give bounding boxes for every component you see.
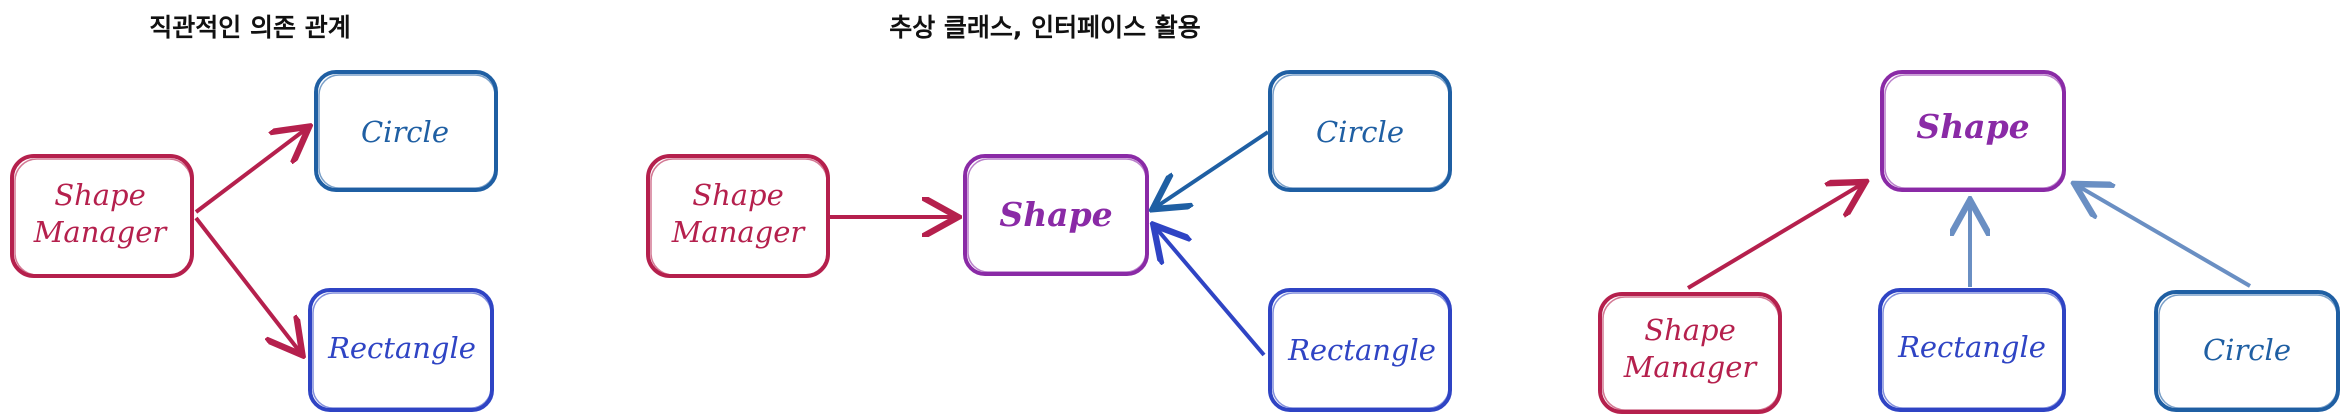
node-box xyxy=(308,288,494,412)
node-label: Circle xyxy=(1316,115,1404,149)
node-label: Circle xyxy=(361,115,449,149)
node-box xyxy=(963,154,1149,276)
node-box xyxy=(1880,70,2066,192)
node-label-line-2: Manager xyxy=(1623,350,1759,384)
node-box xyxy=(646,154,830,278)
panel-2-shape-manager-node: Shape Manager xyxy=(646,154,830,278)
node-label-line-1: Shape xyxy=(1644,313,1736,347)
node-box xyxy=(1598,292,1782,414)
panel-1-title: 직관적인 의존 관계 xyxy=(149,13,350,42)
panel-2-rectangle-node: Rectangle xyxy=(1268,288,1452,412)
panel-3-shape-node: Shape xyxy=(1880,70,2066,192)
panel-1: 직관적인 의존 관계 Shape Manager Circle Rectangl… xyxy=(10,13,498,412)
node-label: Rectangle xyxy=(327,331,476,365)
panel-2-title: 추상 클래스, 인터페이스 활용 xyxy=(889,13,1201,42)
node-box xyxy=(1878,288,2066,412)
node-box xyxy=(1268,288,1452,412)
node-box xyxy=(314,70,498,192)
node-label-line-1: Shape xyxy=(692,178,784,212)
node-box xyxy=(10,154,194,278)
panel-1-shape-manager-node: Shape Manager xyxy=(10,154,194,278)
node-label: Circle xyxy=(2203,333,2291,367)
node-label: Shape xyxy=(999,195,1112,234)
arrow-manager-to-shape xyxy=(1686,184,1862,290)
node-box xyxy=(2154,290,2340,412)
node-label: Shape xyxy=(1916,107,2029,146)
panel-2-shape-node: Shape xyxy=(963,154,1149,276)
node-box xyxy=(1268,70,1452,192)
panel-3: Shape Shape Manager Rectangle Circle xyxy=(1598,70,2340,414)
node-label: Rectangle xyxy=(1287,333,1436,367)
panel-2-circle-node: Circle xyxy=(1268,70,1452,192)
panel-1-circle-node: Circle xyxy=(314,70,498,192)
arrow-manager-to-circle xyxy=(194,129,306,214)
panel-2: 추상 클래스, 인터페이스 활용 Shape Manager Shape Cir… xyxy=(646,13,1452,412)
panel-1-rectangle-node: Rectangle xyxy=(308,288,494,412)
panel-3-circle-node: Circle xyxy=(2154,290,2340,412)
arrow-manager-to-rectangle xyxy=(194,216,300,352)
arrow-circle-to-shape xyxy=(1156,130,1270,207)
node-label-line-1: Shape xyxy=(54,178,146,212)
panel-3-rectangle-node: Rectangle xyxy=(1878,288,2066,412)
arrow-rectangle-to-shape xyxy=(1156,228,1266,357)
node-label: Rectangle xyxy=(1897,330,2046,364)
node-label-line-2: Manager xyxy=(33,215,169,249)
arrow-circle-to-shape xyxy=(2078,186,2252,288)
node-label-line-2: Manager xyxy=(671,215,807,249)
panel-3-shape-manager-node: Shape Manager xyxy=(1598,292,1782,414)
